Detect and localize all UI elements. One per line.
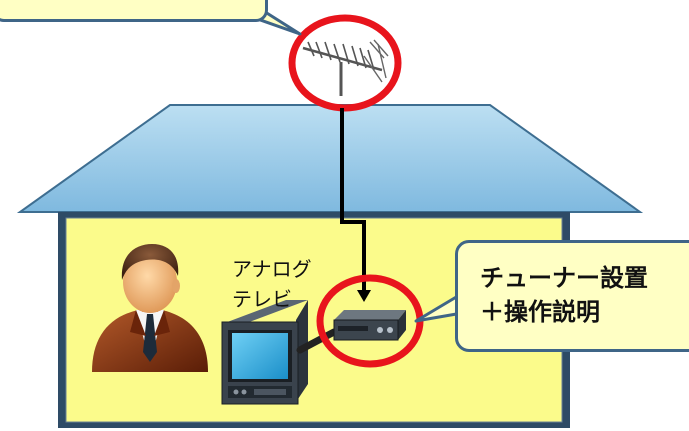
- antenna-cable: [340, 108, 371, 302]
- tuner-callout-line1: チューナー設置: [480, 264, 648, 292]
- tv-tuner-cable: [296, 328, 338, 354]
- house-roof: [16, 104, 644, 213]
- tuner-icon: [333, 310, 406, 341]
- tuner-callout-box: チューナー設置 ＋操作説明: [455, 240, 689, 352]
- antenna-highlight-circle: [288, 14, 402, 112]
- antenna-icon: [302, 39, 389, 96]
- tv-label: アナログ テレビ: [232, 257, 312, 311]
- tv-icon: [221, 300, 308, 405]
- top-callout-box: [0, 0, 268, 22]
- person-icon: [92, 244, 208, 372]
- tuner-callout-line2: ＋操作説明: [480, 298, 600, 326]
